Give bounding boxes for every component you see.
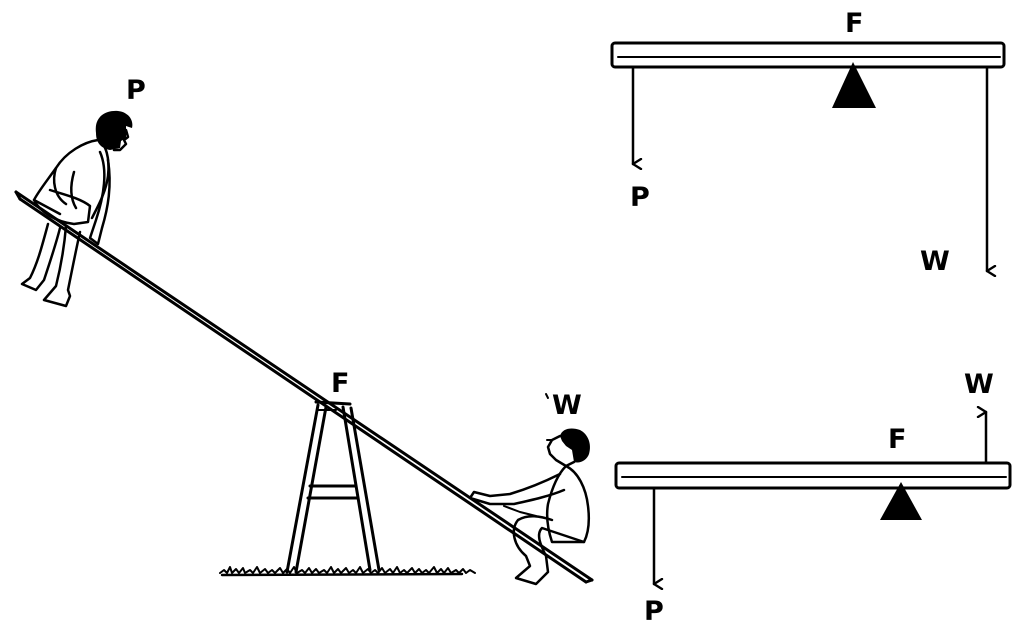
label-w: W <box>964 369 994 400</box>
child-legs <box>512 515 586 586</box>
child-head <box>560 428 590 463</box>
seesaw-plank <box>14 190 594 584</box>
label-p: P <box>644 596 664 627</box>
label-p: P <box>630 182 650 213</box>
label-f-fulcrum: F <box>331 368 349 399</box>
label-f: F <box>888 424 906 455</box>
child-torso <box>545 464 591 544</box>
child-legs <box>20 222 82 308</box>
lever-bar <box>614 461 1012 490</box>
child-head <box>95 110 133 150</box>
child-arm <box>88 150 111 246</box>
lever-diagram-bottom: F P W <box>614 369 1012 627</box>
label-w: W <box>920 246 950 277</box>
fulcrum-triangle <box>880 482 922 520</box>
child-arms <box>468 472 566 506</box>
lever-diagram-top: F P W <box>610 8 1006 277</box>
child-on-high-end <box>20 110 133 308</box>
fulcrum-triangle <box>832 62 876 108</box>
seesaw-scene: P F W <box>14 75 594 586</box>
seesaw-stand <box>285 400 381 574</box>
label-p-child: P <box>126 75 146 106</box>
grass <box>219 566 476 574</box>
label-w-tick <box>545 393 549 399</box>
label-f: F <box>845 8 863 39</box>
label-w-child: W <box>552 390 582 421</box>
lever-bar <box>610 41 1006 69</box>
ground-line <box>220 572 464 577</box>
child-on-low-end <box>468 428 591 586</box>
child-shorts <box>32 188 92 226</box>
